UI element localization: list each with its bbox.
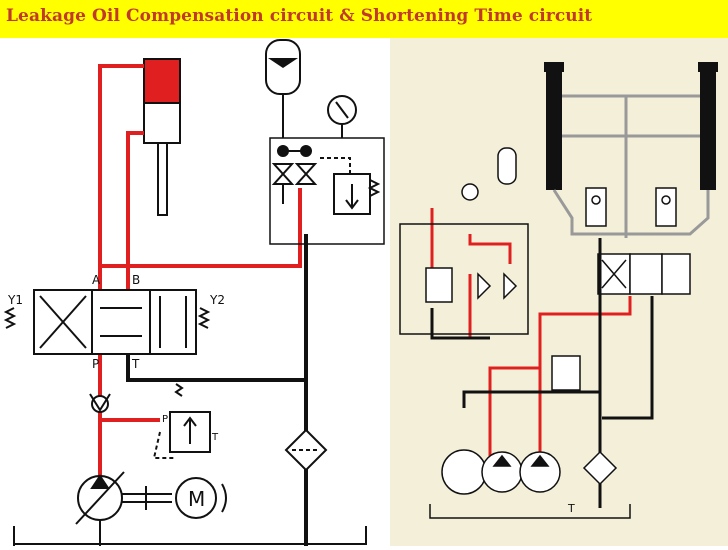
return-lines (126, 234, 308, 546)
right-pumps (441, 449, 618, 495)
pressure-lines (98, 64, 302, 478)
title-bar: Leakage Oil Compensation circuit & Short… (0, 0, 728, 38)
cylinder-rod-chamber (143, 102, 181, 144)
cylinder-piston-chamber (143, 58, 181, 104)
hydraulic-cylinder (143, 58, 181, 216)
cylinder-lines (552, 94, 710, 238)
shutoff-valves (271, 145, 318, 204)
relief-port-t-label: T (211, 432, 219, 443)
right-valve-block-frame (399, 223, 529, 335)
motor-label: M (188, 487, 205, 511)
pressure-gauge (327, 95, 357, 138)
shortening-time-diagram: T (390, 38, 728, 546)
filter (284, 428, 328, 472)
right-reservoir-tank (429, 504, 631, 519)
variable-pump (75, 471, 125, 546)
pressure-relief-valve (152, 383, 211, 459)
slide-title: Leakage Oil Compensation circuit & Short… (6, 6, 593, 26)
accumulator-triangle-icon (268, 58, 298, 68)
twin-cylinders (544, 62, 718, 190)
leakage-oil-compensation-diagram: A B P T Y1 Y2 P T M (0, 38, 390, 546)
right-pressure-lines (430, 208, 632, 458)
reservoir-tank (13, 526, 367, 546)
solenoid-y1-label: Y1 (7, 293, 23, 307)
port-a-label: A (92, 273, 101, 287)
port-p-label: P (92, 357, 99, 371)
accumulator (265, 39, 301, 138)
relief-port-p-label: P (162, 414, 168, 425)
pump-coupling (122, 486, 172, 510)
valve-block-frame (269, 137, 385, 245)
check-relief-valve (320, 157, 381, 215)
right-gauge-accumulator (461, 147, 517, 201)
right-relief-valve (425, 267, 581, 391)
port-t-label: T (131, 357, 140, 371)
right-tank-label: T (567, 502, 575, 515)
solenoid-y2-label: Y2 (209, 293, 225, 307)
right-circuit-svg: T (399, 62, 718, 519)
left-circuit-svg: A B P T Y1 Y2 P T M (3, 39, 385, 546)
cylinder-rod (157, 142, 168, 216)
port-b-label: B (132, 273, 140, 287)
right-directional-valve (597, 253, 691, 295)
directional-valve (3, 289, 211, 355)
electric-motor: M (175, 477, 227, 519)
check-valves-upper (585, 187, 677, 227)
check-valve (89, 393, 111, 413)
